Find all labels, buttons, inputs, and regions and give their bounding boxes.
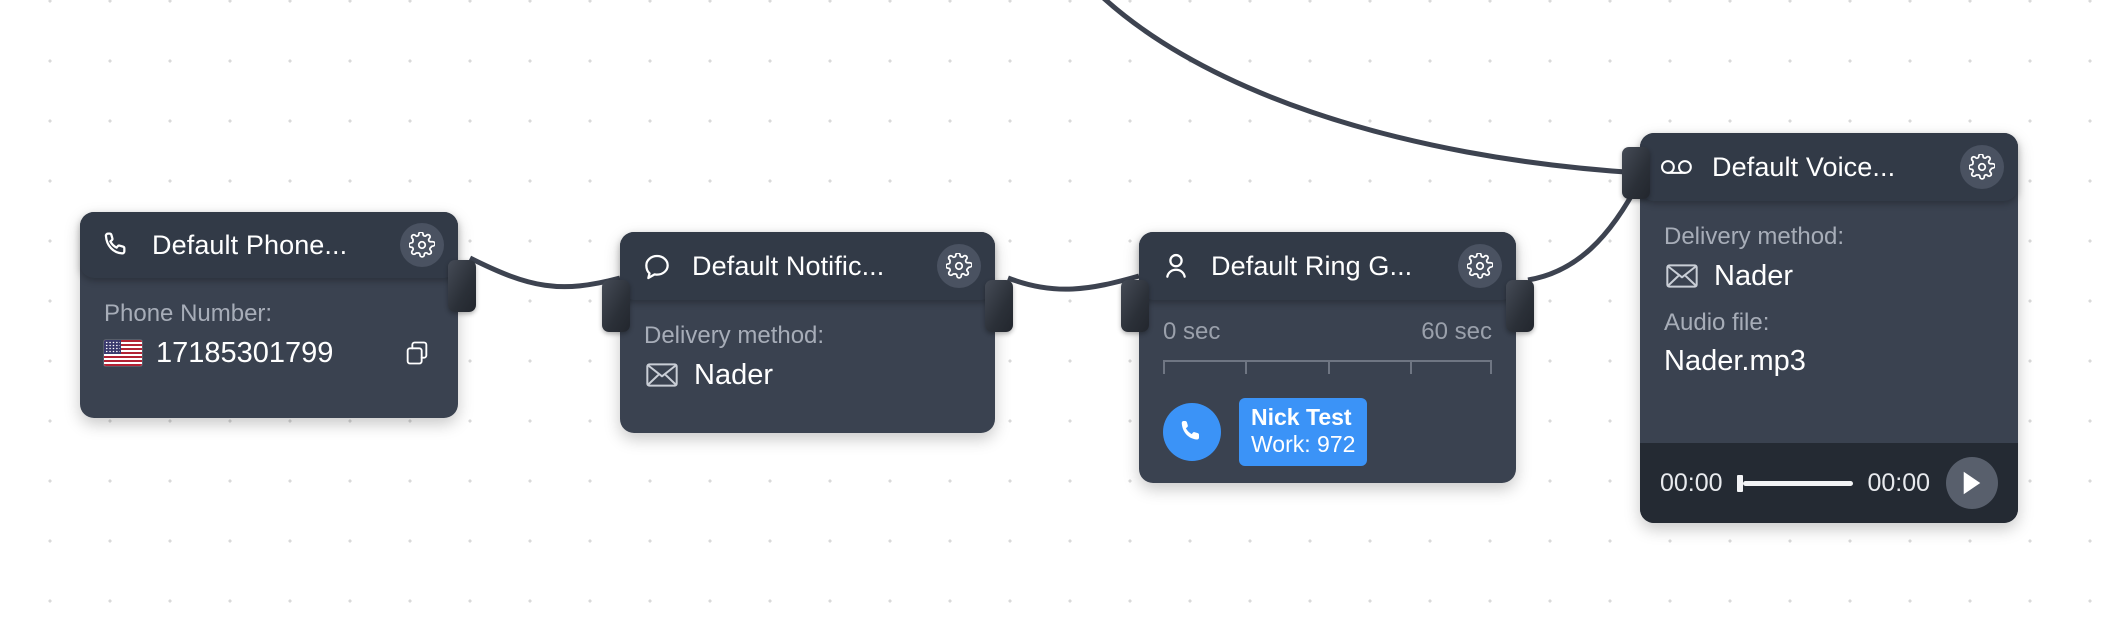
copy-icon[interactable]	[400, 336, 434, 370]
settings-gear-button-notification[interactable]	[937, 244, 981, 288]
node-handle-voicemail-in[interactable]	[1622, 147, 1650, 199]
gear-icon	[1969, 154, 1995, 180]
node-default-voicemail[interactable]: Default Voice... Delivery method: Na	[1622, 133, 2018, 523]
node-handle-notification-out[interactable]	[985, 280, 1013, 332]
phone-number-row: 17185301799	[104, 336, 434, 370]
node-body-ring-group: 0 sec 60 sec Nick Test Work: 972	[1139, 300, 1516, 467]
settings-gear-button-ring-group[interactable]	[1458, 244, 1502, 288]
voicemail-delivery-row: Nader	[1664, 259, 1994, 293]
node-title-notification: Default Notific...	[692, 250, 885, 281]
ring-group-member-detail: Work: 972	[1251, 431, 1356, 458]
audio-progress-slider[interactable]	[1736, 474, 1854, 492]
gear-icon	[409, 232, 435, 258]
node-body-phone: Phone Number: 17185301799	[80, 278, 458, 390]
ring-timeline: 0 sec 60 sec	[1163, 318, 1492, 382]
delivery-method-value: Nader	[694, 358, 773, 391]
node-default-phone[interactable]: Default Phone... Phone Number: 171853017…	[80, 212, 476, 418]
play-icon[interactable]	[1946, 457, 1998, 509]
edge-phone-to-notification	[468, 255, 621, 290]
node-title-voicemail: Default Voice...	[1712, 151, 1896, 182]
phone-handset-icon	[1163, 403, 1221, 462]
chat-bubble-icon	[640, 249, 674, 283]
node-header-ring-group[interactable]: Default Ring G...	[1139, 232, 1516, 300]
gear-icon	[1467, 253, 1493, 279]
ring-timeline-ticks	[1163, 360, 1492, 382]
node-body-voicemail: Delivery method: Nader Audio file: Nader…	[1640, 201, 2018, 392]
phone-icon	[100, 228, 134, 262]
node-handle-ring-group-in[interactable]	[1121, 280, 1149, 332]
ring-group-member-chip[interactable]: Nick Test Work: 972	[1239, 398, 1368, 467]
edge-incoming-to-voicemail	[1102, 0, 1641, 176]
ring-group-member-name: Nick Test	[1251, 404, 1352, 430]
audio-progress-knob[interactable]	[1736, 474, 1743, 492]
voicemail-delivery-label: Delivery method:	[1664, 223, 1845, 250]
node-header-notification[interactable]: Default Notific...	[620, 232, 995, 300]
node-default-ring-group[interactable]: Default Ring G... 0 sec 60 sec	[1121, 232, 1534, 483]
phone-number-label: Phone Number:	[104, 300, 273, 327]
node-title-phone: Default Phone...	[152, 229, 348, 260]
envelope-icon	[644, 358, 680, 392]
delivery-method-row: Nader	[644, 358, 971, 392]
audio-progress-track	[1742, 480, 1854, 486]
audio-file-name: Nader.mp3	[1664, 345, 1806, 377]
us-flag-icon	[104, 340, 142, 366]
node-title-ring-group: Default Ring G...	[1211, 250, 1413, 281]
settings-gear-button-phone[interactable]	[400, 223, 444, 267]
edge-notification-to-ringgroup	[1007, 273, 1140, 292]
delivery-method-label: Delivery method:	[644, 322, 825, 349]
ring-scale-end-label: 60 sec	[1421, 318, 1492, 345]
node-header-voicemail[interactable]: Default Voice...	[1640, 133, 2018, 201]
audio-file-label: Audio file:	[1664, 309, 1770, 336]
voicemail-icon	[1660, 150, 1694, 184]
ring-scale-start-label: 0 sec	[1163, 318, 1221, 345]
node-header-phone[interactable]: Default Phone...	[80, 212, 458, 278]
audio-player[interactable]: 00:00 00:00	[1640, 443, 2018, 523]
node-handle-notification-in[interactable]	[602, 280, 630, 332]
node-handle-phone-out[interactable]	[448, 260, 476, 312]
node-body-notification: Delivery method: Nader	[620, 300, 995, 412]
gear-icon	[946, 253, 972, 279]
envelope-icon	[1664, 259, 1700, 293]
settings-gear-button-voicemail[interactable]	[1960, 145, 2004, 189]
audio-total-time: 00:00	[1867, 468, 1930, 497]
phone-number-value: 17185301799	[156, 336, 334, 369]
node-default-notification[interactable]: Default Notific... Delivery method:	[602, 232, 1013, 433]
node-handle-ring-group-out[interactable]	[1506, 280, 1534, 332]
ring-group-member-row[interactable]: Nick Test Work: 972	[1139, 382, 1516, 467]
user-icon	[1159, 249, 1193, 283]
voicemail-delivery-value: Nader	[1714, 259, 1793, 292]
audio-current-time: 00:00	[1660, 468, 1723, 497]
